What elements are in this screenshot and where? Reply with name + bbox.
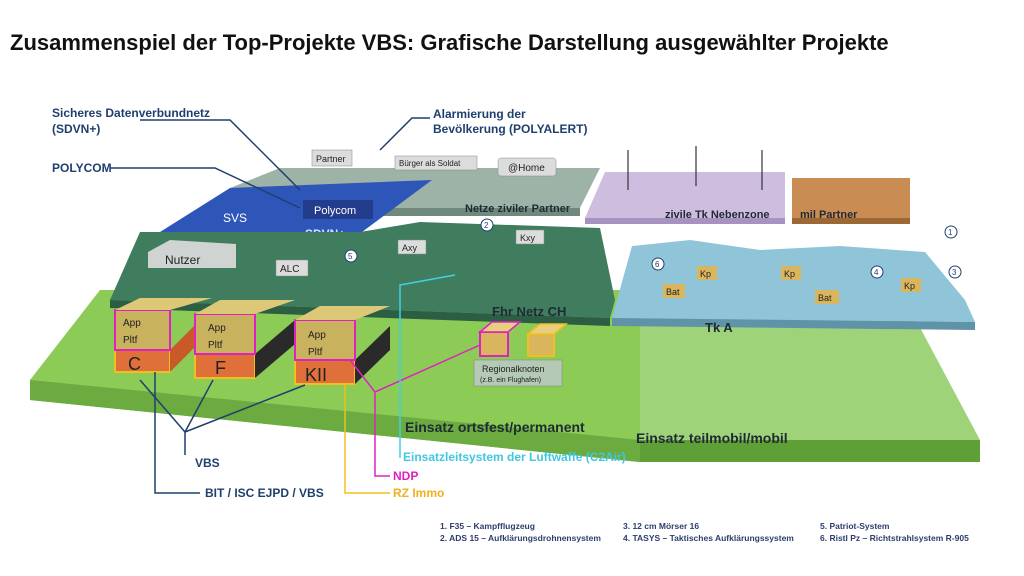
label-nutzer: Nutzer <box>165 253 200 267</box>
marker-2-label: 2 <box>484 221 489 230</box>
marker-2 <box>480 218 494 232</box>
label-app-kii: App <box>308 330 326 341</box>
label-axy: Axy <box>402 243 418 253</box>
label-partner: Partner <box>316 154 346 164</box>
label-pltf-f: Pltf <box>208 340 223 351</box>
platform-mil-partner <box>792 178 910 224</box>
partner-box <box>311 149 353 167</box>
bat-box-2 <box>815 290 839 304</box>
callout-polyalert-line2: Bevölkerung (POLYALERT) <box>433 122 587 136</box>
marker-5-label: 5 <box>348 252 353 261</box>
marker-6 <box>651 257 665 271</box>
label-pltf-c: Pltf <box>123 335 138 346</box>
axy-box <box>397 239 427 255</box>
home-box <box>497 157 557 177</box>
marker-1-label: 1 <box>948 228 953 237</box>
marker-4-label: 4 <box>874 268 879 277</box>
callout-ndp: NDP <box>393 469 418 483</box>
marker-4 <box>870 265 884 279</box>
regional-node-box-1 <box>477 321 523 357</box>
label-bat-1: Bat <box>666 287 680 297</box>
label-c: C <box>128 354 141 374</box>
label-netze-ziviler-partner: Netze ziviler Partner <box>465 203 571 215</box>
label-alc: ALC <box>280 264 299 275</box>
callout-bit: BIT / ISC EJPD / VBS <box>205 486 324 500</box>
regional-node-box-2 <box>525 323 569 357</box>
label-mil-partner: mil Partner <box>800 209 858 221</box>
label-f: F <box>215 358 226 378</box>
label-kp-2: Kp <box>784 269 795 279</box>
kp-box-2 <box>781 266 801 280</box>
label-kii: KII <box>305 365 327 385</box>
bat-box-1 <box>663 284 685 298</box>
platform-zivile-tk <box>585 146 785 224</box>
legend-col-1: 1. F35 – Kampfflugzeug 2. ADS 15 – Aufkl… <box>440 520 601 544</box>
callout-vbs: VBS <box>195 456 220 470</box>
callout-sdvn-line2: (SDVN+) <box>52 122 100 136</box>
legend-col-3: 5. Patriot-System 6. Ristl Pz – Richtstr… <box>820 520 969 544</box>
label-einsatz-ortsfest: Einsatz ortsfest/permanent <box>405 419 585 435</box>
legend-item-3: 3. 12 cm Mörser 16 <box>623 521 700 531</box>
datacenter-kii <box>294 306 390 385</box>
label-kxy: Kxy <box>520 233 536 243</box>
platform-tk-a <box>612 240 975 330</box>
callout-sdvn-line1: Sicheres Datenverbundnetz <box>52 106 210 120</box>
callout-c2air: Einsatzleitsystem der Luftwaffe (C2Air) <box>403 450 626 464</box>
label-pltf-kii: Pltf <box>308 347 323 358</box>
label-tk-a: Tk A <box>705 320 733 335</box>
callout-lines <box>110 117 481 494</box>
label-svs: SVS <box>223 211 247 225</box>
legend-item-5: 5. Patriot-System <box>820 521 890 531</box>
datacenter-f <box>194 300 295 379</box>
kp-box-1 <box>697 266 717 280</box>
polycom-box <box>303 200 373 219</box>
nutzer-building <box>148 240 236 268</box>
legend-col-2: 3. 12 cm Mörser 16 4. TASYS – Taktisches… <box>623 520 794 544</box>
legend-item-6: 6. Ristl Pz – Richtstrahlsystem R-905 <box>820 533 969 543</box>
label-zivile-tk-nebenzone: zivile Tk Nebenzone <box>665 209 770 221</box>
label-app-f: App <box>208 323 226 334</box>
legend-item-1: 1. F35 – Kampfflugzeug <box>440 521 535 531</box>
legend-item-2: 2. ADS 15 – Aufklärungsdrohnensystem <box>440 533 601 543</box>
marker-3-label: 3 <box>952 268 957 277</box>
marker-6-label: 6 <box>655 260 660 269</box>
label-kp-3: Kp <box>904 281 915 291</box>
label-bat-2: Bat <box>818 293 832 303</box>
marker-1 <box>944 225 958 239</box>
buerger-box <box>394 155 478 171</box>
page-title: Zusammenspiel der Top-Projekte VBS: Graf… <box>10 30 889 55</box>
label-einsatz-mobil: Einsatz teilmobil/mobil <box>636 430 788 446</box>
label-buerger-als-soldat: Bürger als Soldat <box>399 159 461 168</box>
label-fhr-netz-ch: Fhr Netz CH <box>492 304 566 319</box>
label-regionalknoten-sub: (z.B. ein Flughafen) <box>480 377 541 384</box>
callout-polyalert-line1: Alarmierung der <box>433 107 526 121</box>
label-app-c: App <box>123 318 141 329</box>
legend-item-4: 4. TASYS – Taktisches Aufklärungssystem <box>623 533 794 543</box>
kp-box-3 <box>901 278 921 292</box>
alc-box <box>275 259 309 277</box>
marker-5 <box>344 249 358 263</box>
label-kp-1: Kp <box>700 269 711 279</box>
label-home: @Home <box>508 163 545 174</box>
datacenter-c <box>114 298 212 373</box>
callout-rz-immo: RZ Immo <box>393 486 444 500</box>
kxy-box <box>515 229 545 245</box>
label-polycom-box: Polycom <box>314 205 356 217</box>
regional-node-label-box <box>473 359 563 387</box>
marker-3 <box>948 265 962 279</box>
callout-polycom: POLYCOM <box>52 161 112 175</box>
label-regionalknoten: Regionalknoten <box>482 364 545 374</box>
